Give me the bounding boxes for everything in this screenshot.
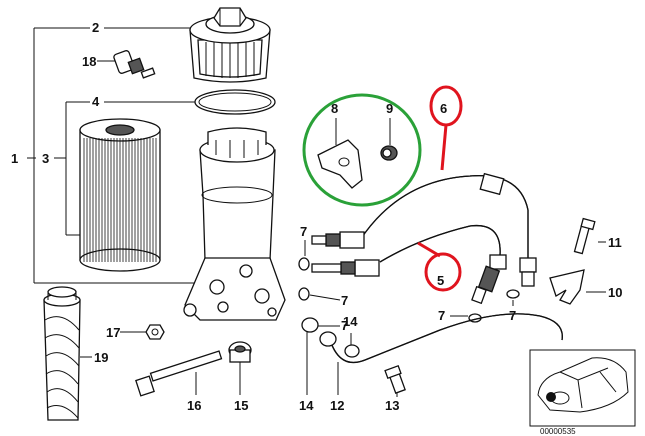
reference-number: 00000535 — [540, 427, 576, 436]
callout-12: 12 — [330, 398, 344, 413]
location-dot — [546, 392, 556, 402]
callout-14: 14 — [343, 314, 358, 329]
callout-7: 7 — [341, 293, 348, 308]
annotations — [302, 85, 463, 292]
callout-5: 5 — [437, 273, 444, 288]
callout-7: 7 — [438, 308, 445, 323]
filter-insert-spring — [43, 286, 92, 421]
red-marker-line-6 — [440, 124, 448, 171]
oil-cooler-hoses — [311, 172, 537, 305]
o-ring — [194, 89, 276, 115]
callout-17: 17 — [106, 325, 120, 340]
callout-1: 1 — [11, 151, 18, 166]
callout-9: 9 — [386, 101, 393, 116]
callout-brackets — [27, 27, 205, 284]
filter-element — [79, 118, 161, 272]
callout-11: 11 — [608, 235, 622, 250]
callout-3: 3 — [42, 151, 49, 166]
oil-pressure-sensor — [113, 50, 156, 79]
callout-8: 8 — [331, 101, 338, 116]
red-highlight-circle-5 — [424, 252, 462, 292]
filter-housing — [183, 127, 286, 321]
callout-6: 6 — [440, 101, 447, 116]
vehicle-inset: 00000535 — [529, 349, 636, 436]
callout-16: 16 — [187, 398, 201, 413]
callout-2: 2 — [92, 20, 99, 35]
leader-lines — [104, 60, 514, 397]
callout-18: 18 — [82, 54, 96, 69]
clip-and-bolt — [549, 217, 606, 305]
callout-14: 14 — [299, 398, 314, 413]
callout-19: 19 — [94, 350, 108, 365]
callout-4: 4 — [92, 94, 100, 109]
callout-15: 15 — [234, 398, 248, 413]
red-marker-line-5 — [417, 241, 441, 258]
green-highlight-circle — [302, 93, 422, 207]
callout-7: 7 — [300, 224, 307, 239]
callout-10: 10 — [608, 285, 622, 300]
callout-13: 13 — [385, 398, 399, 413]
hose-clamp-kit — [317, 118, 398, 189]
callout-7: 7 — [341, 318, 348, 333]
oil-return-line — [319, 313, 563, 395]
filter-cap — [189, 7, 271, 83]
callout-labels: 1 2 3 4 5 6 7 7 7 7 7 8 9 10 11 12 13 14… — [11, 20, 622, 413]
callout-7: 7 — [509, 308, 516, 323]
